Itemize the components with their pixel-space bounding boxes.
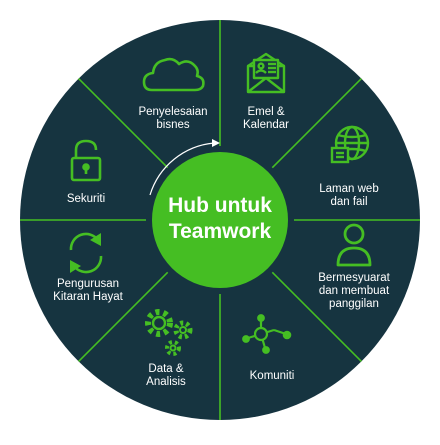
label-line: Pengurusan bbox=[56, 278, 120, 290]
segment-label-data-analysis: Data & Analisis bbox=[126, 363, 206, 389]
segment-label-lifecycle-management: Pengurusan Kitaran Hayat bbox=[38, 278, 138, 304]
label-line: bisnes bbox=[156, 119, 190, 131]
mail-calendar-icon bbox=[246, 52, 286, 94]
web-files-icon bbox=[330, 125, 370, 164]
segment-label-web-files: Laman web dan fail bbox=[304, 183, 394, 209]
label-line: Penyelesaian bbox=[138, 106, 208, 118]
label-line: Komuniti bbox=[249, 370, 295, 382]
segment-label-meetings-calls: Bermesyuarat dan membuat panggilan bbox=[304, 272, 404, 311]
divider-line bbox=[78, 271, 169, 362]
center-title: Hub untuk Teamwork bbox=[152, 193, 288, 245]
gears-icon bbox=[145, 309, 193, 356]
divider-line bbox=[271, 271, 362, 362]
segment-label-email-calendar: Emel & Kalendar bbox=[226, 106, 306, 132]
label-line: Bermesyuarat bbox=[318, 272, 390, 284]
label-line: Laman web bbox=[319, 183, 379, 195]
lock-icon bbox=[70, 139, 102, 182]
segment-label-community: Komuniti bbox=[232, 370, 312, 383]
label-line: Data & bbox=[148, 363, 184, 375]
network-icon bbox=[242, 314, 292, 354]
segment-label-business-solutions: Penyelesaian bisnes bbox=[128, 106, 218, 132]
divider-line bbox=[271, 78, 362, 169]
label-line: dan fail bbox=[330, 196, 368, 208]
center-hub bbox=[152, 152, 288, 288]
label-line: Kalendar bbox=[242, 119, 290, 131]
label-line: Kitaran Hayat bbox=[53, 291, 123, 303]
cloud-icon bbox=[142, 57, 205, 92]
center-title-line2: Teamwork bbox=[168, 220, 272, 243]
label-line: dan membuat bbox=[318, 285, 390, 297]
label-line: Analisis bbox=[146, 376, 186, 388]
person-call-icon bbox=[336, 223, 372, 267]
cycle-icon bbox=[69, 232, 103, 274]
label-line: panggilan bbox=[329, 298, 379, 310]
segment-label-security: Sekuriti bbox=[46, 193, 126, 206]
divider-line bbox=[78, 78, 169, 169]
arc-arrow bbox=[149, 142, 215, 196]
label-line: Sekuriti bbox=[66, 193, 106, 205]
label-line: Emel & bbox=[247, 106, 285, 118]
center-title-line1: Hub untuk bbox=[168, 194, 272, 217]
divider-lines bbox=[20, 20, 420, 420]
arc-arrowhead bbox=[212, 139, 220, 147]
